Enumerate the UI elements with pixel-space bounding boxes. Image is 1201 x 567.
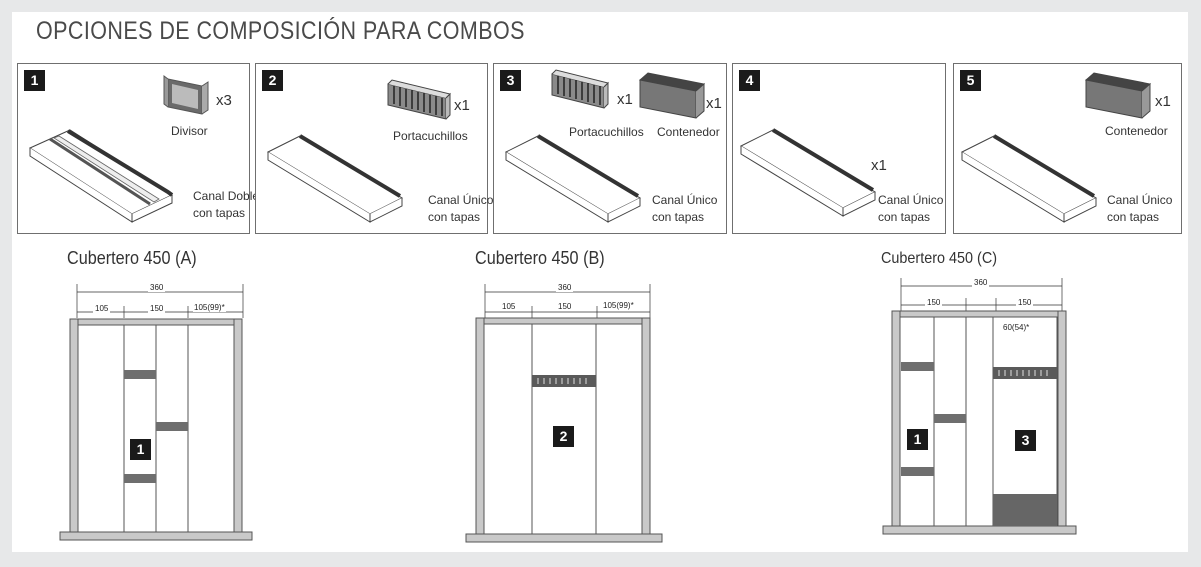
cubertero-b-drawing xyxy=(465,284,663,543)
accessory2-quantity: x1 xyxy=(706,95,722,112)
accessory-label: Portacuchillos xyxy=(569,125,644,139)
cubertero-b-segment-1: 105 xyxy=(500,302,518,311)
accessory-quantity: x3 xyxy=(216,92,232,109)
cubertero-c-badge-3: 3 xyxy=(1015,430,1036,451)
container-icon xyxy=(638,72,706,119)
panel-number: 4 xyxy=(739,70,760,91)
cubertero-c-badge-1: 1 xyxy=(907,429,928,450)
cubertero-b-badge: 2 xyxy=(553,426,574,447)
composition-panel-1: 1 x3 Divisor Canal Doble con tapas xyxy=(17,63,259,234)
tray-label-line2: con tapas xyxy=(652,210,705,224)
cubertero-a-badge: 1 xyxy=(130,439,151,460)
cubertero-c-segment-2: 150 xyxy=(1016,298,1034,307)
tray-label-line1: Canal Único xyxy=(1107,193,1173,207)
cubertero-a-title: Cubertero 450 (A) xyxy=(67,248,197,268)
container-icon xyxy=(1084,72,1152,119)
tray-label-line1: Canal Doble xyxy=(193,189,260,203)
tray-label-line2: con tapas xyxy=(193,206,246,220)
single-tray-with-container-illustration xyxy=(960,72,1152,223)
panel-number: 5 xyxy=(960,70,981,91)
composition-panel-2: 2 x1 Portacuchillos Canal Único con tapa… xyxy=(255,63,493,234)
double-tray-with-divider-illustration xyxy=(28,75,209,223)
composition-panel-5: 5 x1 Contenedor Canal Único con tapas xyxy=(953,63,1182,234)
composition-panel-4: 4 x1 Canal Único con tapas xyxy=(732,63,946,234)
cubertero-b-total-dimension: 360 xyxy=(556,283,574,292)
accessory-label: Divisor xyxy=(171,124,208,138)
accessory-quantity: x1 xyxy=(454,97,470,114)
cubertero-c-extra-dimension: 60(54)* xyxy=(1002,323,1031,332)
cubertero-a-segment-1: 105 xyxy=(93,304,111,313)
cubertero-a-segment-2: 150 xyxy=(148,304,166,313)
single-tray-illustration xyxy=(739,128,877,217)
cubertero-a-drawing xyxy=(59,284,253,541)
accessory-quantity: x1 xyxy=(617,91,633,108)
page-title: OPCIONES DE COMPOSICIÓN PARA COMBOS xyxy=(36,17,525,45)
cubertero-b-segment-3: 105(99)* xyxy=(602,301,635,310)
tray-label-line2: con tapas xyxy=(878,210,931,224)
tray-label-line2: con tapas xyxy=(428,210,481,224)
accessory-label: Contenedor xyxy=(1105,124,1168,138)
single-tray-with-knife-holder-and-container-illustration xyxy=(504,69,706,223)
tray-quantity: x1 xyxy=(871,157,887,174)
tray-label-line1: Canal Único xyxy=(652,193,718,207)
cubertero-a-segment-3: 105(99)* xyxy=(193,303,226,312)
cubertero-a-total-dimension: 360 xyxy=(148,283,166,292)
panel-number: 3 xyxy=(500,70,521,91)
cubertero-c-segment-1: 150 xyxy=(925,298,943,307)
accessory-quantity: x1 xyxy=(1155,93,1171,110)
tray-label-line1: Canal Único xyxy=(878,193,944,207)
tray-label-line2: con tapas xyxy=(1107,210,1160,224)
cubertero-b-title: Cubertero 450 (B) xyxy=(475,248,605,268)
cubertero-b-segment-2: 150 xyxy=(556,302,574,311)
panel-number: 1 xyxy=(24,70,45,91)
accessory2-label: Contenedor xyxy=(657,125,720,139)
knife-holder-icon xyxy=(387,79,451,120)
divider-icon xyxy=(163,75,209,115)
accessory-label: Portacuchillos xyxy=(393,129,468,143)
knife-holder-icon xyxy=(551,69,609,109)
cubertero-c-drawing xyxy=(882,278,1077,535)
composition-panel-3: 3 x1 x1 Portacuchillos Contenedor Ca xyxy=(493,63,727,234)
tray-label-line1: Canal Único xyxy=(428,193,494,207)
cubertero-c-title: Cubertero 450 (C) xyxy=(881,250,998,267)
panel-number: 2 xyxy=(262,70,283,91)
single-tray-with-knife-holder-illustration xyxy=(266,79,451,223)
cubertero-c-total-dimension: 360 xyxy=(972,278,990,287)
